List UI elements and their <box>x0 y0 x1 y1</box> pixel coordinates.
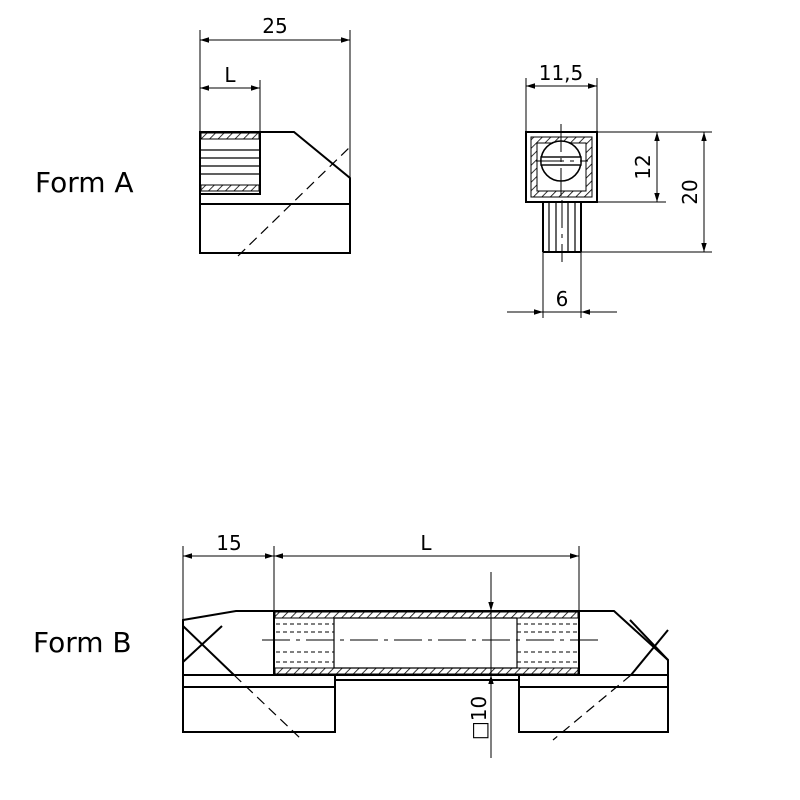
form-a-dim-front-height-inner-label: 12 <box>631 154 655 179</box>
front-view-stem <box>542 200 582 262</box>
form-a-dim-front-height-total: 20 <box>581 132 712 253</box>
form-b-right-foot <box>518 675 669 733</box>
form-a-title: Form A <box>35 166 134 199</box>
form-a-dim-width-label: 25 <box>262 14 287 38</box>
form-b-tube <box>262 610 598 676</box>
form-a-dim-front-width-label: 11,5 <box>539 61 584 85</box>
form-b-view: Form B <box>33 531 669 758</box>
form-a-side-view: Form A 25 L <box>35 14 353 257</box>
form-b-dim-square-label: □10 <box>467 696 491 740</box>
form-a-body-outline <box>199 131 351 254</box>
form-a-dim-front-width: 11,5 <box>525 61 598 132</box>
form-a-dim-insert-label: L <box>224 63 236 87</box>
form-b-dim-end: 15 <box>182 531 275 620</box>
form-a-dim-stem: 6 <box>507 252 617 318</box>
form-b-title: Form B <box>33 626 132 659</box>
form-a-front-view: 11,5 12 20 6 <box>507 61 712 318</box>
form-b-left-end-cross <box>182 625 301 739</box>
form-b-dim-square: □10 <box>467 572 494 758</box>
form-b-dim-length: L <box>274 531 580 611</box>
form-a-dim-stem-label: 6 <box>556 287 569 311</box>
form-a-dim-front-height-total-label: 20 <box>678 179 702 204</box>
form-a-dim-width: 25 <box>199 14 351 178</box>
form-a-hidden-diagonal <box>237 144 353 257</box>
form-a-dim-front-height-inner: 12 <box>597 131 712 203</box>
form-b-dim-end-label: 15 <box>216 531 241 555</box>
form-b-left-foot <box>182 675 336 733</box>
form-b-dim-length-label: L <box>420 531 432 555</box>
form-a-dim-insert: L <box>200 63 261 132</box>
form-b-right-end-cross <box>552 619 669 741</box>
form-a-insert <box>199 131 261 195</box>
